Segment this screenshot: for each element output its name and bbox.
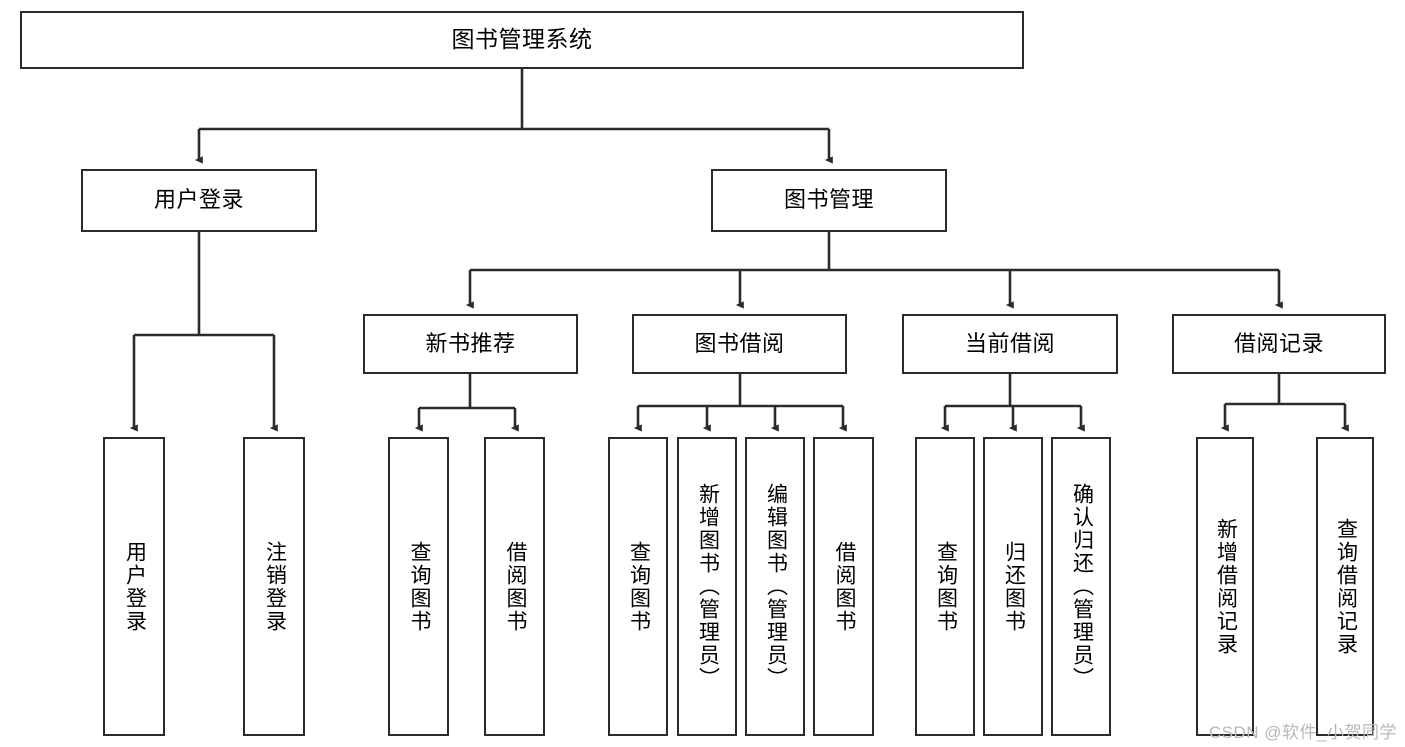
leaf-query-borrow-record[interactable]: 查询借阅记录 [1316, 437, 1374, 736]
node-label: 借阅图书 [832, 540, 856, 633]
watermark: CSDN @软件_小贺同学 [1208, 723, 1397, 742]
node-label: 确认归还（管理员） [1070, 483, 1094, 690]
node-label: 注销登录 [263, 540, 287, 633]
node-borrow-records[interactable]: 借阅记录 [1172, 314, 1386, 374]
leaf-return-book[interactable]: 归还图书 [983, 437, 1043, 736]
leaf-lend-book[interactable]: 借阅图书 [813, 437, 874, 736]
leaf-query-book-new[interactable]: 查询图书 [388, 437, 449, 736]
node-label: 图书管理 [783, 187, 874, 213]
node-label: 借阅记录 [1233, 330, 1324, 356]
node-book-borrow[interactable]: 图书借阅 [632, 314, 847, 374]
leaf-confirm-return-admin[interactable]: 确认归还（管理员） [1051, 437, 1111, 736]
node-label: 查询借阅记录 [1334, 517, 1358, 656]
node-root-system[interactable]: 图书管理系统 [20, 11, 1024, 69]
node-label: 图书管理系统 [451, 26, 593, 53]
node-new-book-recommend[interactable]: 新书推荐 [363, 314, 578, 374]
leaf-edit-book-admin[interactable]: 编辑图书（管理员） [745, 437, 805, 736]
node-user-login[interactable]: 用户登录 [81, 169, 317, 232]
leaf-user-login[interactable]: 用户登录 [103, 437, 165, 736]
node-label: 用户登录 [123, 540, 147, 633]
node-label: 查询图书 [407, 540, 431, 633]
node-label: 新增借阅记录 [1214, 517, 1238, 656]
node-current-borrow[interactable]: 当前借阅 [902, 314, 1118, 374]
leaf-user-logout[interactable]: 注销登录 [243, 437, 305, 736]
node-label: 新增图书（管理员） [696, 483, 720, 690]
node-label: 借阅图书 [503, 540, 527, 633]
leaf-borrow-book-new[interactable]: 借阅图书 [484, 437, 545, 736]
node-label: 归还图书 [1002, 540, 1026, 633]
node-label: 图书借阅 [694, 330, 785, 356]
leaf-query-book-current[interactable]: 查询图书 [915, 437, 975, 736]
node-label: 编辑图书（管理员） [764, 483, 788, 690]
node-label: 当前借阅 [964, 330, 1055, 356]
node-label: 查询图书 [934, 540, 958, 633]
node-book-management[interactable]: 图书管理 [711, 169, 947, 232]
leaf-add-borrow-record[interactable]: 新增借阅记录 [1196, 437, 1254, 736]
leaf-query-book-borrow[interactable]: 查询图书 [608, 437, 668, 736]
node-label: 用户登录 [153, 187, 244, 213]
leaf-add-book-admin[interactable]: 新增图书（管理员） [677, 437, 737, 736]
node-label: 新书推荐 [425, 330, 516, 356]
node-label: 查询图书 [627, 540, 651, 633]
